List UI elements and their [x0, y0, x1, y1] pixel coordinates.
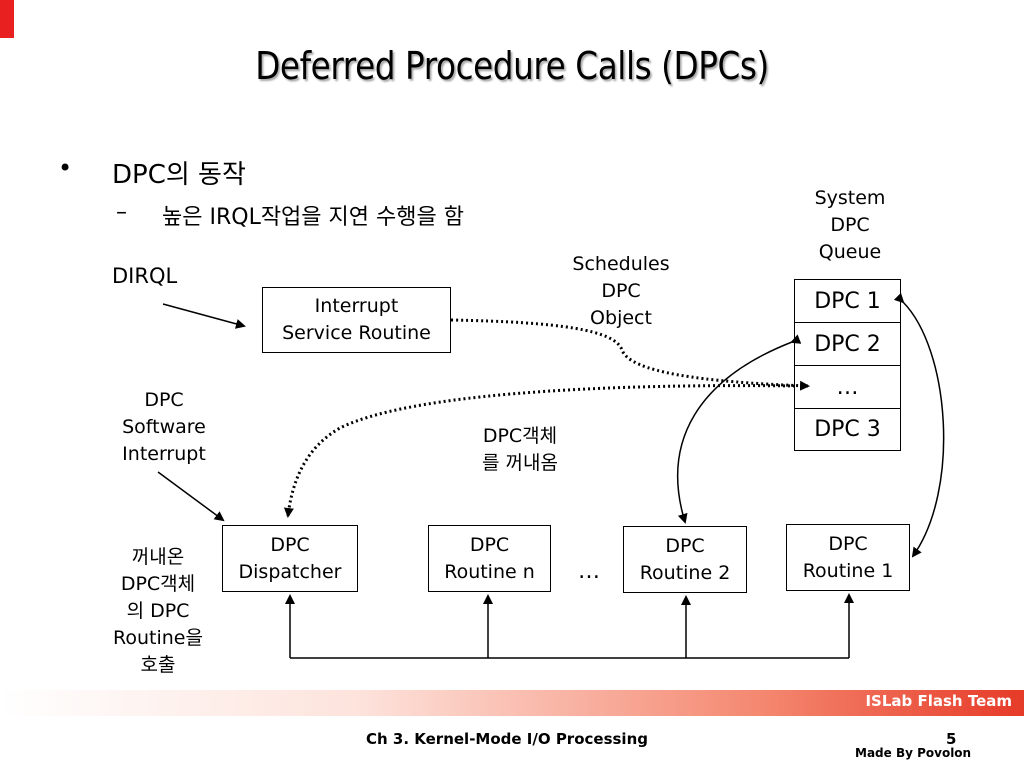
page-number: 5: [946, 730, 957, 748]
slide-title: Deferred Procedure Calls (DPCs): [255, 44, 769, 88]
queue-item-dpc-2: DPC 2: [794, 322, 901, 366]
dispatcher-call-lines: [285, 593, 854, 659]
made-by-label: Made By Povolon: [855, 746, 972, 760]
bullet-marker: •: [58, 154, 73, 182]
queue-item-dpc-3: DPC 3: [794, 408, 901, 451]
dpc2-routine2-arrow: [677, 334, 802, 524]
sub-bullet-marker: –: [116, 200, 127, 225]
call-routine-label: 꺼내온 DPC객체 의 DPC Routine을 호출: [113, 546, 203, 676]
system-dpc-queue-label: System DPC Queue: [814, 187, 886, 263]
software-interrupt-arrow: [157, 471, 225, 522]
sub-bullet-text: 높은 IRQL작업을 지연 수행을 함: [162, 205, 464, 230]
dirql-arrow: [162, 303, 246, 329]
schedules-dpc-object-label: Schedules DPC Object: [572, 253, 670, 329]
dpc1-routine1-arrow: [893, 292, 945, 558]
corner-accent: [0, 0, 14, 38]
footer-bar: [0, 690, 1024, 716]
chapter-label: Ch 3. Kernel-Mode I/O Processing: [366, 730, 648, 748]
queue-item-dpc-1: DPC 1: [794, 279, 901, 323]
team-label: ISLab Flash Team: [865, 692, 1012, 710]
dpc-software-interrupt-label: DPC Software Interrupt: [122, 389, 206, 465]
dpc-retrieve-label: DPC객체 를 꺼내옴: [482, 425, 558, 474]
routine-ellipsis: …: [578, 559, 600, 584]
bullet-text: DPC의 동작: [112, 160, 246, 190]
dirql-label: DIRQL: [112, 264, 178, 288]
queue-item-ellipsis: …: [794, 365, 901, 409]
